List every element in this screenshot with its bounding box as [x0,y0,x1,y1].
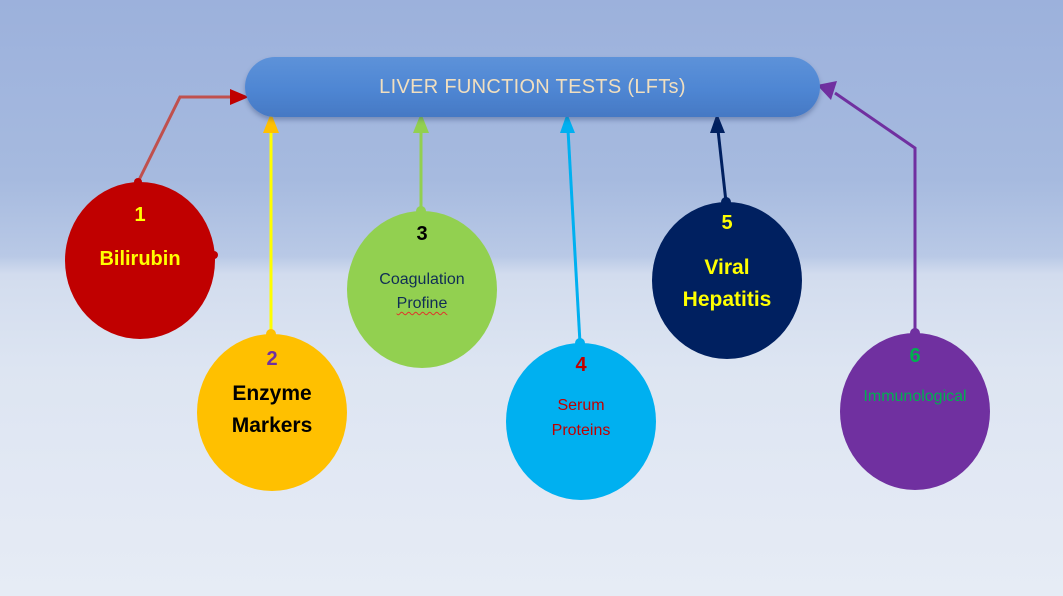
connector-6 [817,81,920,338]
node-label-line: Enzyme [232,382,312,405]
node-number: 4 [575,354,587,376]
connector-3 [413,113,429,216]
connector-4 [560,113,585,348]
node-label-line: Immunological [863,388,967,405]
connector-2 [263,113,279,339]
node-label-line: Markers [231,414,313,437]
diagram-title: LIVER FUNCTION TESTS (LFTs) [379,75,686,98]
node-label-line: Viral [704,256,750,279]
node-label: Serum Proteins [506,393,656,443]
node-immunological: 6 Immunological [840,333,990,490]
node-number: 3 [416,223,428,245]
node-label: Viral Hepatitis [652,252,802,316]
node-label: Coagulation Profine [347,268,497,316]
node-number: 5 [721,212,733,234]
node-label-line: Profine [396,295,448,312]
node-label: Bilirubin [65,248,215,271]
node-number: 1 [134,204,146,226]
node-label-line: Coagulation [379,271,465,288]
node-label-line: Bilirubin [99,248,181,270]
title-bar: LIVER FUNCTION TESTS (LFTs) [245,57,820,117]
connector-5 [710,113,731,207]
node-coagulation-profine: 3 Coagulation Profine [347,211,497,368]
node-bilirubin: 1 Bilirubin [65,182,215,339]
node-serum-proteins: 4 Serum Proteins [506,343,656,500]
node-label-line: Hepatitis [682,288,772,311]
node-enzyme-markers: 2 Enzyme Markers [197,334,347,491]
node-label: Enzyme Markers [197,378,347,442]
node-label-line: Serum [557,397,605,414]
node-label: Immunological [840,388,990,406]
node-number: 2 [266,348,278,370]
node-number: 6 [909,345,921,367]
node-viral-hepatitis: 5 Viral Hepatitis [652,202,802,359]
node-label-line: Proteins [551,422,611,439]
